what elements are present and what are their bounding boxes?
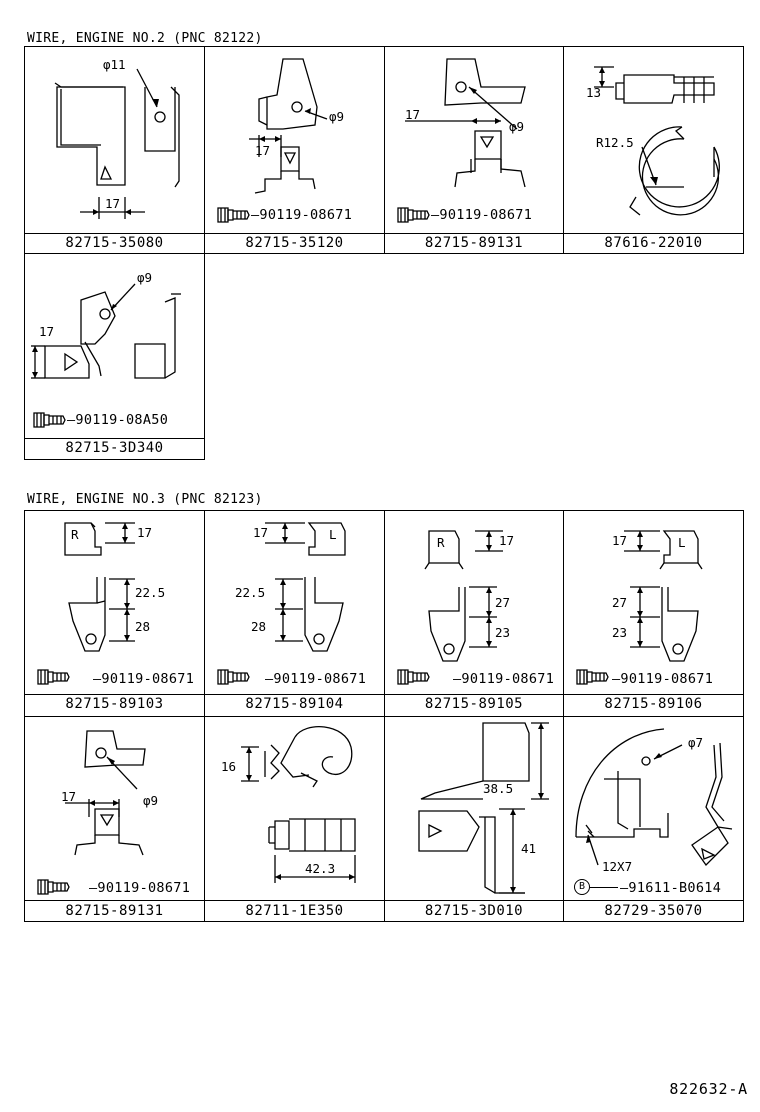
dimension-label: 17 (253, 525, 269, 540)
dimension-label: φ11 (103, 57, 126, 72)
bracket-drawing (205, 511, 384, 694)
part-number: 82715-89105 (424, 696, 524, 712)
fastener-part-number: —90119-08671 (612, 671, 714, 687)
dimension-label: 17 (612, 533, 628, 548)
dimension-label: 17 (137, 525, 153, 540)
bolt-icon (37, 669, 71, 685)
bracket-drawing (564, 717, 743, 900)
part-number: 82715-89131 (65, 903, 164, 919)
bracket-drawing (564, 511, 743, 694)
part-number: 82715-35080 (65, 235, 164, 251)
fastener-part-number: —90119-08671 (431, 207, 533, 223)
fastener-part-number: —90119-08671 (453, 671, 555, 687)
bracket-drawing (385, 511, 563, 694)
part-number: 82729-35070 (604, 903, 703, 919)
part-number: 82715-89106 (604, 696, 703, 712)
bolt-icon (397, 669, 431, 685)
dimension-label: 17 (39, 324, 55, 339)
part-cell-82715-89131[interactable]: 17 φ9 —90119-08671 82715-89131 (385, 47, 563, 253)
fastener-part-number: —90119-08671 (265, 671, 367, 687)
dimension-label: φ9 (143, 793, 159, 808)
dimension-label: φ9 (329, 109, 345, 124)
dimension-label: 27 (495, 595, 511, 610)
part-cell-82715-35120[interactable]: φ9 17 —90119-08671 82715-35120 (205, 47, 384, 253)
part-cell-82711-1E350[interactable]: 16 42.3 82711-1E350 (205, 717, 384, 922)
part-number: 82715-3D340 (65, 440, 164, 456)
bolt-icon (576, 669, 610, 685)
dimension-label: 27 (612, 595, 628, 610)
dimension-label: 38.5 (483, 781, 514, 796)
parts-grid-no2-row1: φ11 17 82715-35080 (24, 46, 744, 254)
section-letter: L (678, 535, 686, 550)
part-cell-82729-35070[interactable]: φ7 12X7 B —91611-B0614 82729-35070 (564, 717, 743, 922)
section-heading-engine-no3: WIRE, ENGINE NO.3 (PNC 82123) (27, 492, 263, 507)
dimension-label: φ9 (137, 270, 153, 285)
bolt-icon (37, 879, 71, 895)
fastener-part-number: —90119-08671 (93, 671, 195, 687)
part-number: 82715-89131 (424, 235, 524, 251)
part-cell-82715-89104[interactable]: 17 L 22.5 28 —90119-08671 82715-89104 (205, 511, 384, 717)
fastener-part-number: —90119-08671 (251, 207, 353, 223)
part-cell-82715-3D010[interactable]: 38.5 41 82715-3D010 (385, 717, 563, 922)
dimension-label: 23 (495, 625, 511, 640)
dimension-label: 17 (105, 196, 121, 211)
part-cell-82715-89105[interactable]: R 17 27 23 —90119-08671 82715-89105 (385, 511, 563, 717)
dimension-label: R12.5 (596, 135, 634, 150)
dimension-label: 28 (251, 619, 267, 634)
dimension-label: 17 (255, 143, 271, 158)
part-cell-82715-89106[interactable]: 17 L 27 23 —90119-08671 82715-89106 (564, 511, 743, 717)
bracket-drawing (385, 47, 563, 233)
part-cell-82715-35080[interactable]: φ11 17 82715-35080 (25, 47, 204, 253)
dimension-label: 17 (499, 533, 515, 548)
part-cell-82715-89103[interactable]: R 17 22.5 28 —90119-08671 82715-89103 (25, 511, 204, 717)
bracket-drawing (205, 47, 384, 233)
part-number: 82715-89103 (65, 696, 164, 712)
bolt-icon (217, 207, 251, 223)
dimension-label: 41 (521, 841, 537, 856)
section-letter: R (437, 535, 445, 550)
section-letter: L (329, 527, 337, 542)
dimension-label: 22.5 (235, 585, 266, 600)
part-number: 82715-3D010 (424, 903, 524, 919)
dimension-label: 28 (135, 619, 151, 634)
bolt-icon (397, 207, 431, 223)
fastener-part-number: —90119-08A50 (67, 412, 169, 428)
bracket-drawing (385, 717, 563, 900)
dimension-label: φ7 (688, 735, 704, 750)
part-number: 82715-89104 (245, 696, 344, 712)
part-cell-87616-22010[interactable]: 13 R12.5 87616-22010 (564, 47, 743, 253)
leader-line (590, 887, 618, 888)
dimension-label: 17 (61, 789, 77, 804)
dimension-label: φ9 (509, 119, 525, 134)
section-heading-engine-no2: WIRE, ENGINE NO.2 (PNC 82122) (27, 31, 263, 46)
part-number: 82715-35120 (245, 235, 344, 251)
dimension-label: 22.5 (135, 585, 166, 600)
fastener-part-number: —91611-B0614 (620, 880, 722, 896)
bracket-drawing (25, 717, 204, 900)
bracket-drawing (25, 254, 204, 438)
dimension-label: 17 (405, 107, 421, 122)
clamp-drawing (564, 47, 743, 233)
reference-code: 822632-A (669, 1080, 748, 1098)
parts-grid-no3: R 17 22.5 28 —90119-08671 82715-89103 (24, 510, 744, 922)
dimension-label: 12X7 (602, 859, 633, 874)
bracket-drawing (25, 511, 204, 694)
dimension-label: 16 (221, 759, 237, 774)
part-number: 87616-22010 (604, 235, 703, 251)
section-letter: R (71, 527, 79, 542)
part-cell-82715-89131-b[interactable]: 17 φ9 —90119-08671 82715-89131 (25, 717, 204, 922)
part-cell-82715-3D340[interactable]: R φ9 17 —90119-08A50 82715-3D340 (25, 254, 204, 459)
fastener-part-number: —90119-08671 (89, 880, 191, 896)
part-number: 82711-1E350 (245, 903, 344, 919)
bracket-drawing (25, 47, 204, 233)
dimension-label: 42.3 (305, 861, 336, 876)
dimension-label: 13 (586, 85, 602, 100)
bolt-icon (217, 669, 251, 685)
dimension-label: 23 (612, 625, 628, 640)
parts-grid-no2-row2: R φ9 17 —90119-08A50 82715-3D340 (24, 253, 205, 460)
bolt-icon (33, 412, 67, 428)
circled-b-badge: B (574, 879, 590, 895)
clip-drawing (205, 717, 384, 900)
